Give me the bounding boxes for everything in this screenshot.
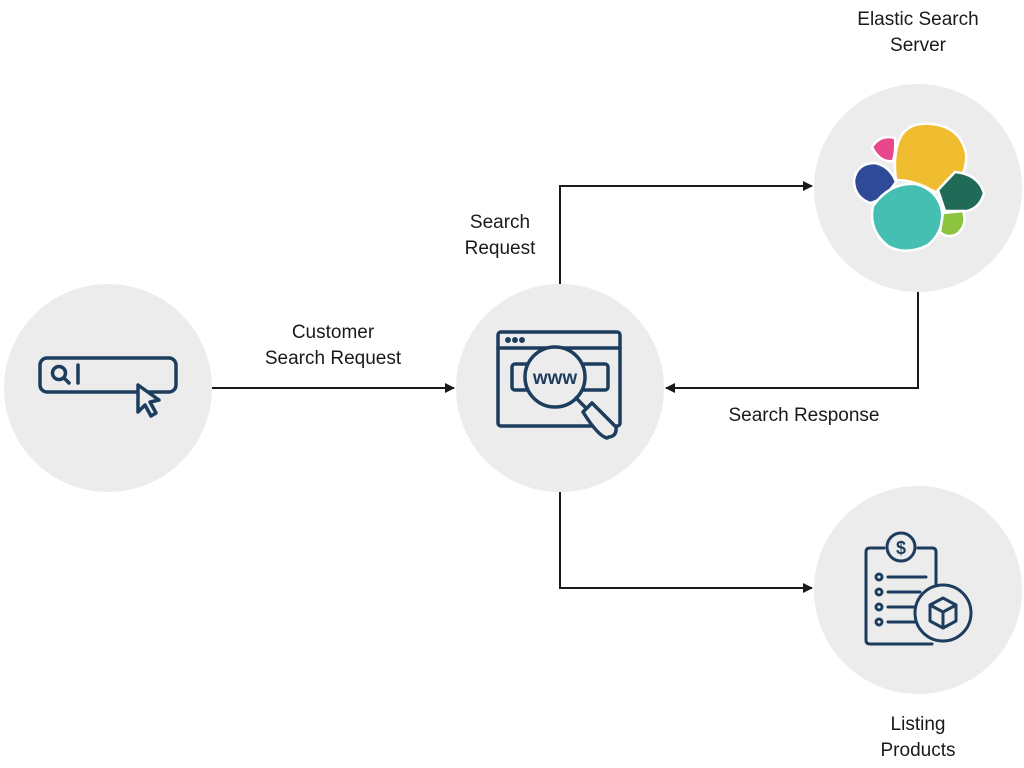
customer-request-label-line1: Customer bbox=[291, 322, 375, 343]
listing-products-label-line2: Products bbox=[880, 740, 956, 761]
search-response-arrow bbox=[665, 292, 919, 393]
customer-request-label: Customer Search Request bbox=[258, 320, 408, 372]
listing-products-label: Listing Products bbox=[858, 712, 978, 764]
listing-arrow bbox=[559, 492, 813, 593]
www-text: www bbox=[532, 368, 578, 389]
www-magnifier-icon bbox=[496, 330, 622, 440]
search-response-label: Search Response bbox=[712, 403, 896, 429]
search-bar-cursor-icon bbox=[38, 356, 178, 418]
search-request-arrow bbox=[559, 181, 813, 284]
elastic-server-label: Elastic Search Server bbox=[838, 7, 998, 59]
customer-request-label-line2: Search Request bbox=[264, 348, 402, 369]
elastic-logo-icon bbox=[852, 122, 986, 252]
elastic-server-label-line1: Elastic Search bbox=[857, 9, 979, 30]
dollar-sign-icon: $ bbox=[896, 538, 906, 558]
listing-products-label-line1: Listing bbox=[890, 714, 946, 735]
search-request-label-line1: Search bbox=[469, 212, 531, 233]
search-request-label: Search Request bbox=[448, 210, 552, 262]
search-response-label-text: Search Response bbox=[728, 405, 880, 426]
price-list-box-icon bbox=[864, 531, 973, 646]
search-request-label-line2: Request bbox=[464, 238, 536, 259]
listing-products-node bbox=[814, 486, 1022, 694]
elastic-server-label-line2: Server bbox=[890, 35, 946, 56]
